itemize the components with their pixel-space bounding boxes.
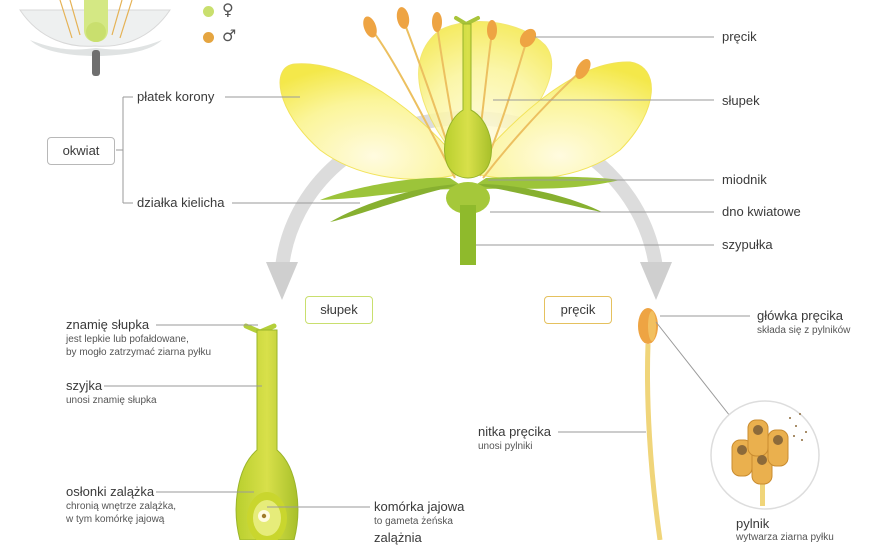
label-stamen: pręcik [722,29,757,44]
label-pedicel: szypułka [722,237,773,252]
style-desc: unosi znamię słupka [66,395,157,406]
stamen-section-tag: pręcik [544,296,612,324]
label-stigma: znamię słupka [66,317,150,332]
label-filament: nitka pręcika [478,424,551,439]
female-symbol: ♀ [222,0,234,19]
label-sepal: działka kielicha [137,195,225,210]
label-receptacle: dno kwiatowe [722,204,801,219]
main-flower [279,7,652,265]
male-symbol: ♂ [222,26,237,45]
pistil-detail [235,323,299,540]
female-legend-dot [203,6,214,17]
label-ovary: zalążnia [374,530,422,545]
pistil-section-tag: słupek [305,296,373,324]
stamen-detail [638,308,820,540]
egg-cell-desc: to gameta żeńska [374,516,453,527]
pollen-sac-desc: wytwarza ziarna pyłku [736,532,834,543]
integuments-desc-1: chronią wnętrze zalążka, [66,501,177,512]
label-pollen-sac: pylnik [736,516,770,531]
arrow-to-pistil [266,111,469,300]
label-egg-cell: komórka jajowa [374,499,465,514]
label-nectary: miodnik [722,172,767,187]
label-pistil: słupek [722,93,760,108]
male-legend-dot [203,32,214,43]
leader-lines [104,36,750,508]
thumbnail-flower [19,0,171,76]
anther-desc: składa się z pylników [757,325,851,336]
stigma-desc-2: by mogło zatrzymać ziarna pyłku [66,347,212,358]
label-style: szyjka [66,378,103,393]
integuments-desc-2: w tym komórkę jajową [66,514,165,525]
label-anther: główka pręcika [757,308,843,323]
filament-desc: unosi pylniki [478,441,533,452]
label-integuments: osłonki zalążka [66,484,155,499]
label-petal: płatek korony [137,89,215,104]
perianth-tag: okwiat [47,137,115,165]
stigma-desc-1: jest lepkie lub pofałdowane, [66,334,189,345]
